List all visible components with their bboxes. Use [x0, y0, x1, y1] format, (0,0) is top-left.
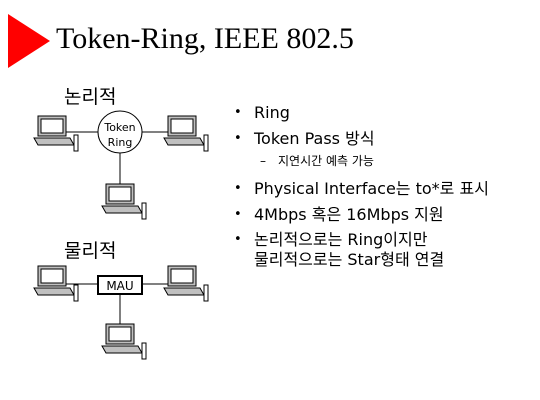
ring-label-line1: Token: [103, 121, 135, 134]
physical-star-diagram: MAU: [33, 265, 209, 360]
bullet-dot-icon: •: [234, 131, 242, 146]
red-triangle-icon: [8, 14, 50, 68]
bullet-item: •Token Pass 방식: [234, 129, 375, 148]
bullet-item: •4Mbps 혹은 16Mbps 지원: [234, 205, 444, 224]
dash-icon: –: [260, 154, 266, 168]
mau-label: MAU: [106, 279, 133, 293]
ring-node: [97, 110, 143, 154]
computer-icon: [163, 115, 209, 152]
bullet-dot-icon: •: [234, 181, 242, 196]
mau-hub: [97, 275, 143, 295]
bullet-item: •Ring: [234, 103, 290, 122]
computer-icon: [101, 183, 147, 220]
ring-label-line2: Ring: [108, 136, 133, 149]
slide-title: Token-Ring, IEEE 802.5: [56, 22, 354, 55]
bullet-dot-icon: •: [234, 105, 242, 120]
bullet-item: •Physical Interface는 to*로 표시: [234, 179, 489, 198]
sub-bullet-item: –지연시간 예측 가능: [260, 154, 374, 168]
computer-icon: [33, 115, 79, 152]
physical-label: 물리적: [64, 240, 117, 262]
bullet-list: •Ring •Token Pass 방식 –지연시간 예측 가능 •Physic…: [230, 102, 535, 270]
computer-icon: [163, 265, 209, 302]
logical-label: 논리적: [64, 86, 117, 108]
bullet-dot-icon: •: [234, 207, 242, 222]
logical-ring-diagram: Token Ring: [33, 110, 209, 220]
bullet-dot-icon: •: [234, 232, 242, 247]
network-diagrams: Token Ring MAU: [33, 110, 209, 360]
computer-icon: [101, 323, 147, 360]
